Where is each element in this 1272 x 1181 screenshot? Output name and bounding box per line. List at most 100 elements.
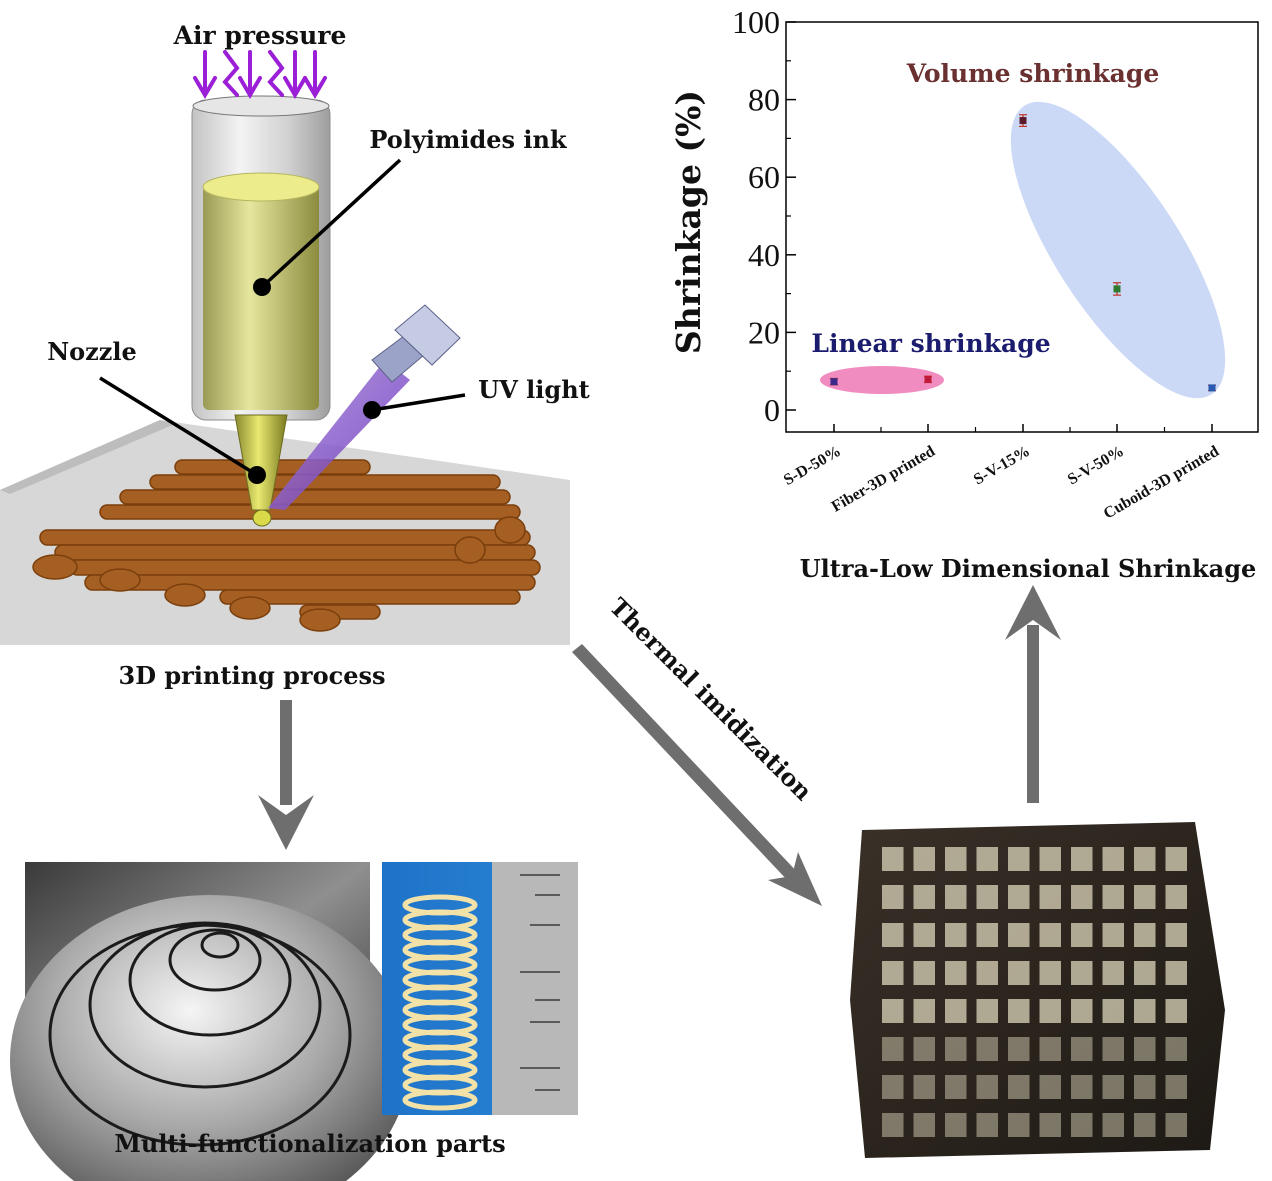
nozzle-pointer-dot bbox=[248, 466, 266, 484]
arrow-thermal-imidization bbox=[572, 644, 822, 906]
lattice-pore bbox=[1071, 999, 1093, 1023]
lattice-pore bbox=[1102, 1113, 1124, 1137]
y-tick-label: 60 bbox=[748, 159, 780, 195]
lattice-pore bbox=[1134, 1113, 1156, 1137]
lattice-pore bbox=[1102, 885, 1124, 909]
lattice-pore bbox=[945, 961, 967, 985]
lattice-pore bbox=[1039, 961, 1061, 985]
lattice-pore bbox=[1039, 885, 1061, 909]
data-point bbox=[830, 378, 838, 386]
lattice-pore bbox=[913, 1113, 935, 1137]
volume-group-ellipse bbox=[1010, 101, 1226, 399]
ink-pointer-dot bbox=[253, 278, 271, 296]
y-tick-label: 100 bbox=[732, 4, 780, 40]
platform-top-edge bbox=[0, 420, 175, 494]
lattice-pore bbox=[1039, 999, 1061, 1023]
lattice-pore bbox=[1134, 885, 1156, 909]
lattice-pore bbox=[1102, 1037, 1124, 1061]
data-point bbox=[924, 375, 932, 383]
lattice-pore bbox=[1039, 1075, 1061, 1099]
plot-frame bbox=[785, 21, 1259, 433]
thermal-imidization-label: Thermal imidization bbox=[604, 592, 818, 806]
linear-shrinkage-annotation: Linear shrinkage bbox=[811, 329, 1050, 358]
x-tick-label: S-V-15% bbox=[971, 443, 1033, 489]
lattice-pore bbox=[1008, 1075, 1030, 1099]
parts-caption: Multi-functionalization parts bbox=[114, 1129, 505, 1158]
arrow-down-to-parts bbox=[258, 700, 314, 850]
air-pressure-label: Air pressure bbox=[173, 21, 347, 50]
lattice-pore bbox=[882, 885, 904, 909]
lattice-pore bbox=[945, 847, 967, 871]
lattice-pore bbox=[1071, 1075, 1093, 1099]
y-tick-label: 80 bbox=[748, 82, 780, 118]
lattice-pore bbox=[976, 885, 998, 909]
lattice-pore bbox=[1008, 1113, 1030, 1137]
lattice-pore bbox=[1008, 961, 1030, 985]
ink-column bbox=[203, 185, 319, 410]
lattice-pore bbox=[913, 999, 935, 1023]
lattice-pore bbox=[1134, 1075, 1156, 1099]
lattice-pore bbox=[1165, 923, 1187, 947]
lattice-pore bbox=[1102, 999, 1124, 1023]
nozzle-label: Nozzle bbox=[47, 337, 137, 366]
x-tick-label: S-V-50% bbox=[1065, 443, 1127, 489]
lattice-pore bbox=[976, 1075, 998, 1099]
lattice-pore bbox=[913, 885, 935, 909]
lattice-pore bbox=[1071, 923, 1093, 947]
lattice-pore bbox=[913, 1037, 935, 1061]
lattice-pore bbox=[1134, 999, 1156, 1023]
y-tick-label: 40 bbox=[748, 237, 780, 273]
uv-light-label: UV light bbox=[478, 375, 589, 404]
uv-lamp bbox=[371, 304, 461, 383]
lattice-pore bbox=[1071, 1113, 1093, 1137]
lattice-pore bbox=[1039, 847, 1061, 871]
data-point bbox=[1019, 117, 1027, 125]
lattice-pore bbox=[945, 1113, 967, 1137]
lattice-pore bbox=[882, 1037, 904, 1061]
ruler-ticks bbox=[520, 874, 560, 1091]
lattice-pore bbox=[1008, 885, 1030, 909]
lattice-pore bbox=[976, 1113, 998, 1137]
lattice-pore bbox=[1134, 923, 1156, 947]
lattice-pore bbox=[882, 961, 904, 985]
lattice-pore bbox=[1102, 1075, 1124, 1099]
y-tick-label: 0 bbox=[764, 392, 780, 428]
lattice-pore bbox=[1039, 1113, 1061, 1137]
lattice-pore bbox=[1102, 961, 1124, 985]
lattice-pore bbox=[976, 999, 998, 1023]
lattice-pore bbox=[913, 923, 935, 947]
lattice-pore bbox=[1071, 885, 1093, 909]
printing-caption: 3D printing process bbox=[119, 661, 386, 690]
lattice-pore bbox=[976, 961, 998, 985]
ink-label: Polyimides ink bbox=[369, 125, 568, 154]
chart-caption: Ultra-Low Dimensional Shrinkage bbox=[800, 554, 1257, 583]
lattice-pore bbox=[945, 1037, 967, 1061]
lattice-pore bbox=[913, 847, 935, 871]
lattice-pore bbox=[1071, 961, 1093, 985]
lattice-pore bbox=[1039, 923, 1061, 947]
lattice-pore bbox=[1165, 961, 1187, 985]
lattice-pore bbox=[1165, 999, 1187, 1023]
data-point bbox=[1208, 384, 1216, 392]
lattice-pore bbox=[1102, 847, 1124, 871]
lattice-pore bbox=[1134, 847, 1156, 871]
y-axis-label: Shrinkage (%) bbox=[669, 90, 708, 354]
lattice-pore bbox=[882, 1075, 904, 1099]
data-point bbox=[1113, 285, 1121, 293]
lattice-pore bbox=[945, 885, 967, 909]
uv-pointer-dot bbox=[363, 401, 381, 419]
lattice-pore bbox=[1165, 885, 1187, 909]
lattice-pore bbox=[1165, 1113, 1187, 1137]
ink-surface bbox=[202, 172, 320, 202]
lattice-pore bbox=[1165, 1075, 1187, 1099]
lattice-grid bbox=[882, 847, 1187, 1137]
lattice-pore bbox=[1165, 1037, 1187, 1061]
lattice-pore bbox=[1008, 847, 1030, 871]
lattice-pore bbox=[976, 1037, 998, 1061]
lattice-pore bbox=[882, 923, 904, 947]
nozzle-cone bbox=[234, 414, 288, 511]
lattice-pore bbox=[976, 923, 998, 947]
spring bbox=[402, 894, 478, 1111]
